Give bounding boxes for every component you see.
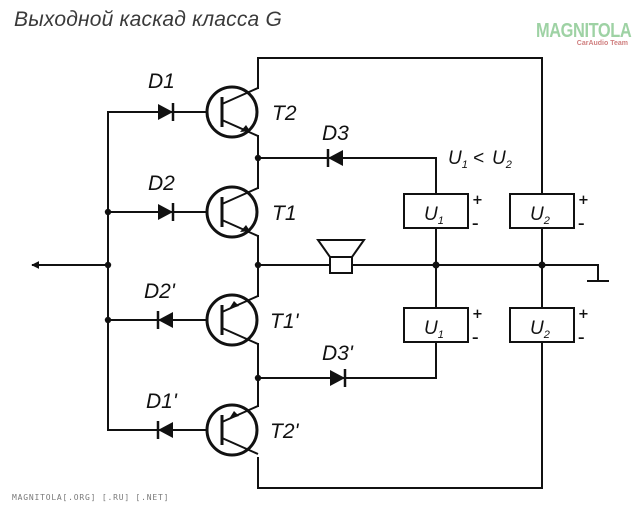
u2-top-minus: – bbox=[578, 217, 585, 232]
label-t1p: T1' bbox=[270, 310, 300, 333]
wire-top-rail bbox=[257, 57, 543, 195]
transistor-t1 bbox=[205, 185, 259, 239]
label-d3p: D3' bbox=[322, 342, 354, 365]
label-d2: D2 bbox=[148, 172, 175, 195]
label-t2p: T2' bbox=[270, 420, 300, 443]
diode-d1p bbox=[156, 421, 173, 439]
u2-top-plus: + bbox=[578, 193, 589, 208]
supply-u2-top bbox=[509, 193, 575, 229]
transistor-t1p bbox=[205, 293, 259, 347]
supply-u1-top bbox=[403, 193, 469, 229]
u1-top-plus: + bbox=[472, 193, 483, 208]
u2-bottom-plus: + bbox=[578, 307, 589, 322]
label-d2p: D2' bbox=[144, 280, 176, 303]
u1-top-label: U1 bbox=[424, 204, 444, 227]
diode-d3p bbox=[330, 369, 347, 387]
wire-bottom-rail bbox=[257, 341, 543, 489]
label-d1: D1 bbox=[148, 70, 175, 93]
u2-bottom-minus: – bbox=[578, 331, 585, 346]
logo-subtext: CarAudio Team bbox=[576, 40, 628, 47]
footer-watermark: MAGNITOLA[.ORG] [.RU] [.NET] bbox=[12, 493, 170, 502]
diode-d1 bbox=[158, 103, 175, 121]
u2-bottom-label: U2 bbox=[530, 318, 550, 341]
supply-u1-bottom bbox=[403, 307, 469, 343]
u2-top-label: U2 bbox=[530, 204, 550, 227]
u1-top-minus: – bbox=[472, 217, 479, 232]
label-d3: D3 bbox=[322, 122, 349, 145]
speaker-icon bbox=[316, 239, 366, 274]
diode-d2 bbox=[158, 203, 175, 221]
logo-text: MAGNITOLA bbox=[536, 20, 632, 42]
u1-bottom-minus: – bbox=[472, 331, 479, 346]
label-t1: T1 bbox=[272, 202, 297, 225]
diode-d2p bbox=[156, 311, 173, 329]
diode-d3 bbox=[326, 149, 343, 167]
supply-u2-bottom bbox=[509, 307, 575, 343]
label-t2: T2 bbox=[272, 102, 297, 125]
diagram-title: Выходной каскад класса G bbox=[14, 8, 282, 31]
u1-bottom-label: U1 bbox=[424, 318, 444, 341]
label-d1p: D1' bbox=[146, 390, 178, 413]
transistor-t2p bbox=[205, 403, 259, 457]
watermark-logo: MAGNITOLA CarAudio Team bbox=[536, 20, 632, 50]
supply-relation: U1<U2 bbox=[448, 148, 512, 171]
junction-dots bbox=[104, 154, 546, 382]
u1-bottom-plus: + bbox=[472, 307, 483, 322]
transistor-t2 bbox=[205, 85, 259, 139]
